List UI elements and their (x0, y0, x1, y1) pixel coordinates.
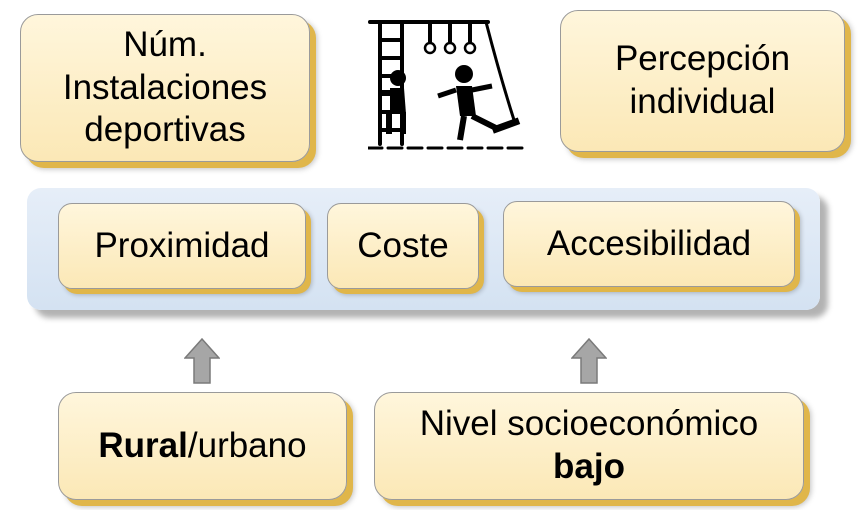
individual-perception-box: Percepción individual (560, 10, 845, 152)
urban-text: /urbano (187, 425, 307, 465)
proximity-box: Proximidad (58, 203, 306, 289)
sports-facilities-line-2: Instalaciones (62, 67, 268, 107)
playground-climbing-icon (368, 20, 528, 150)
cost-box: Coste (327, 203, 479, 289)
accessibility-box: Accesibilidad (503, 201, 795, 287)
socioeconomic-box: Nivel socioeconómico bajo (374, 392, 804, 500)
up-arrow-icon (571, 338, 607, 384)
sports-facilities-line-1: Núm. (123, 24, 207, 64)
socioeconomic-line-1: Nivel socioeconómico (419, 404, 759, 444)
sports-facilities-line-3: deportivas (84, 110, 246, 150)
cost-label: Coste (357, 225, 449, 265)
up-arrow-icon (184, 338, 220, 384)
individual-perception-line-1: Percepción (614, 39, 791, 79)
proximity-label: Proximidad (94, 225, 270, 265)
rural-urban-text: Rural/urbano (98, 425, 306, 468)
individual-perception-line-2: individual (629, 82, 776, 121)
accessibility-label: Accesibilidad (546, 223, 752, 263)
sports-facilities-box: Núm. Instalaciones deportivas (20, 14, 310, 162)
socioeconomic-line-2: bajo (553, 447, 625, 486)
rural-urban-box: Rural/urbano (58, 392, 347, 500)
rural-bold: Rural (98, 425, 188, 465)
